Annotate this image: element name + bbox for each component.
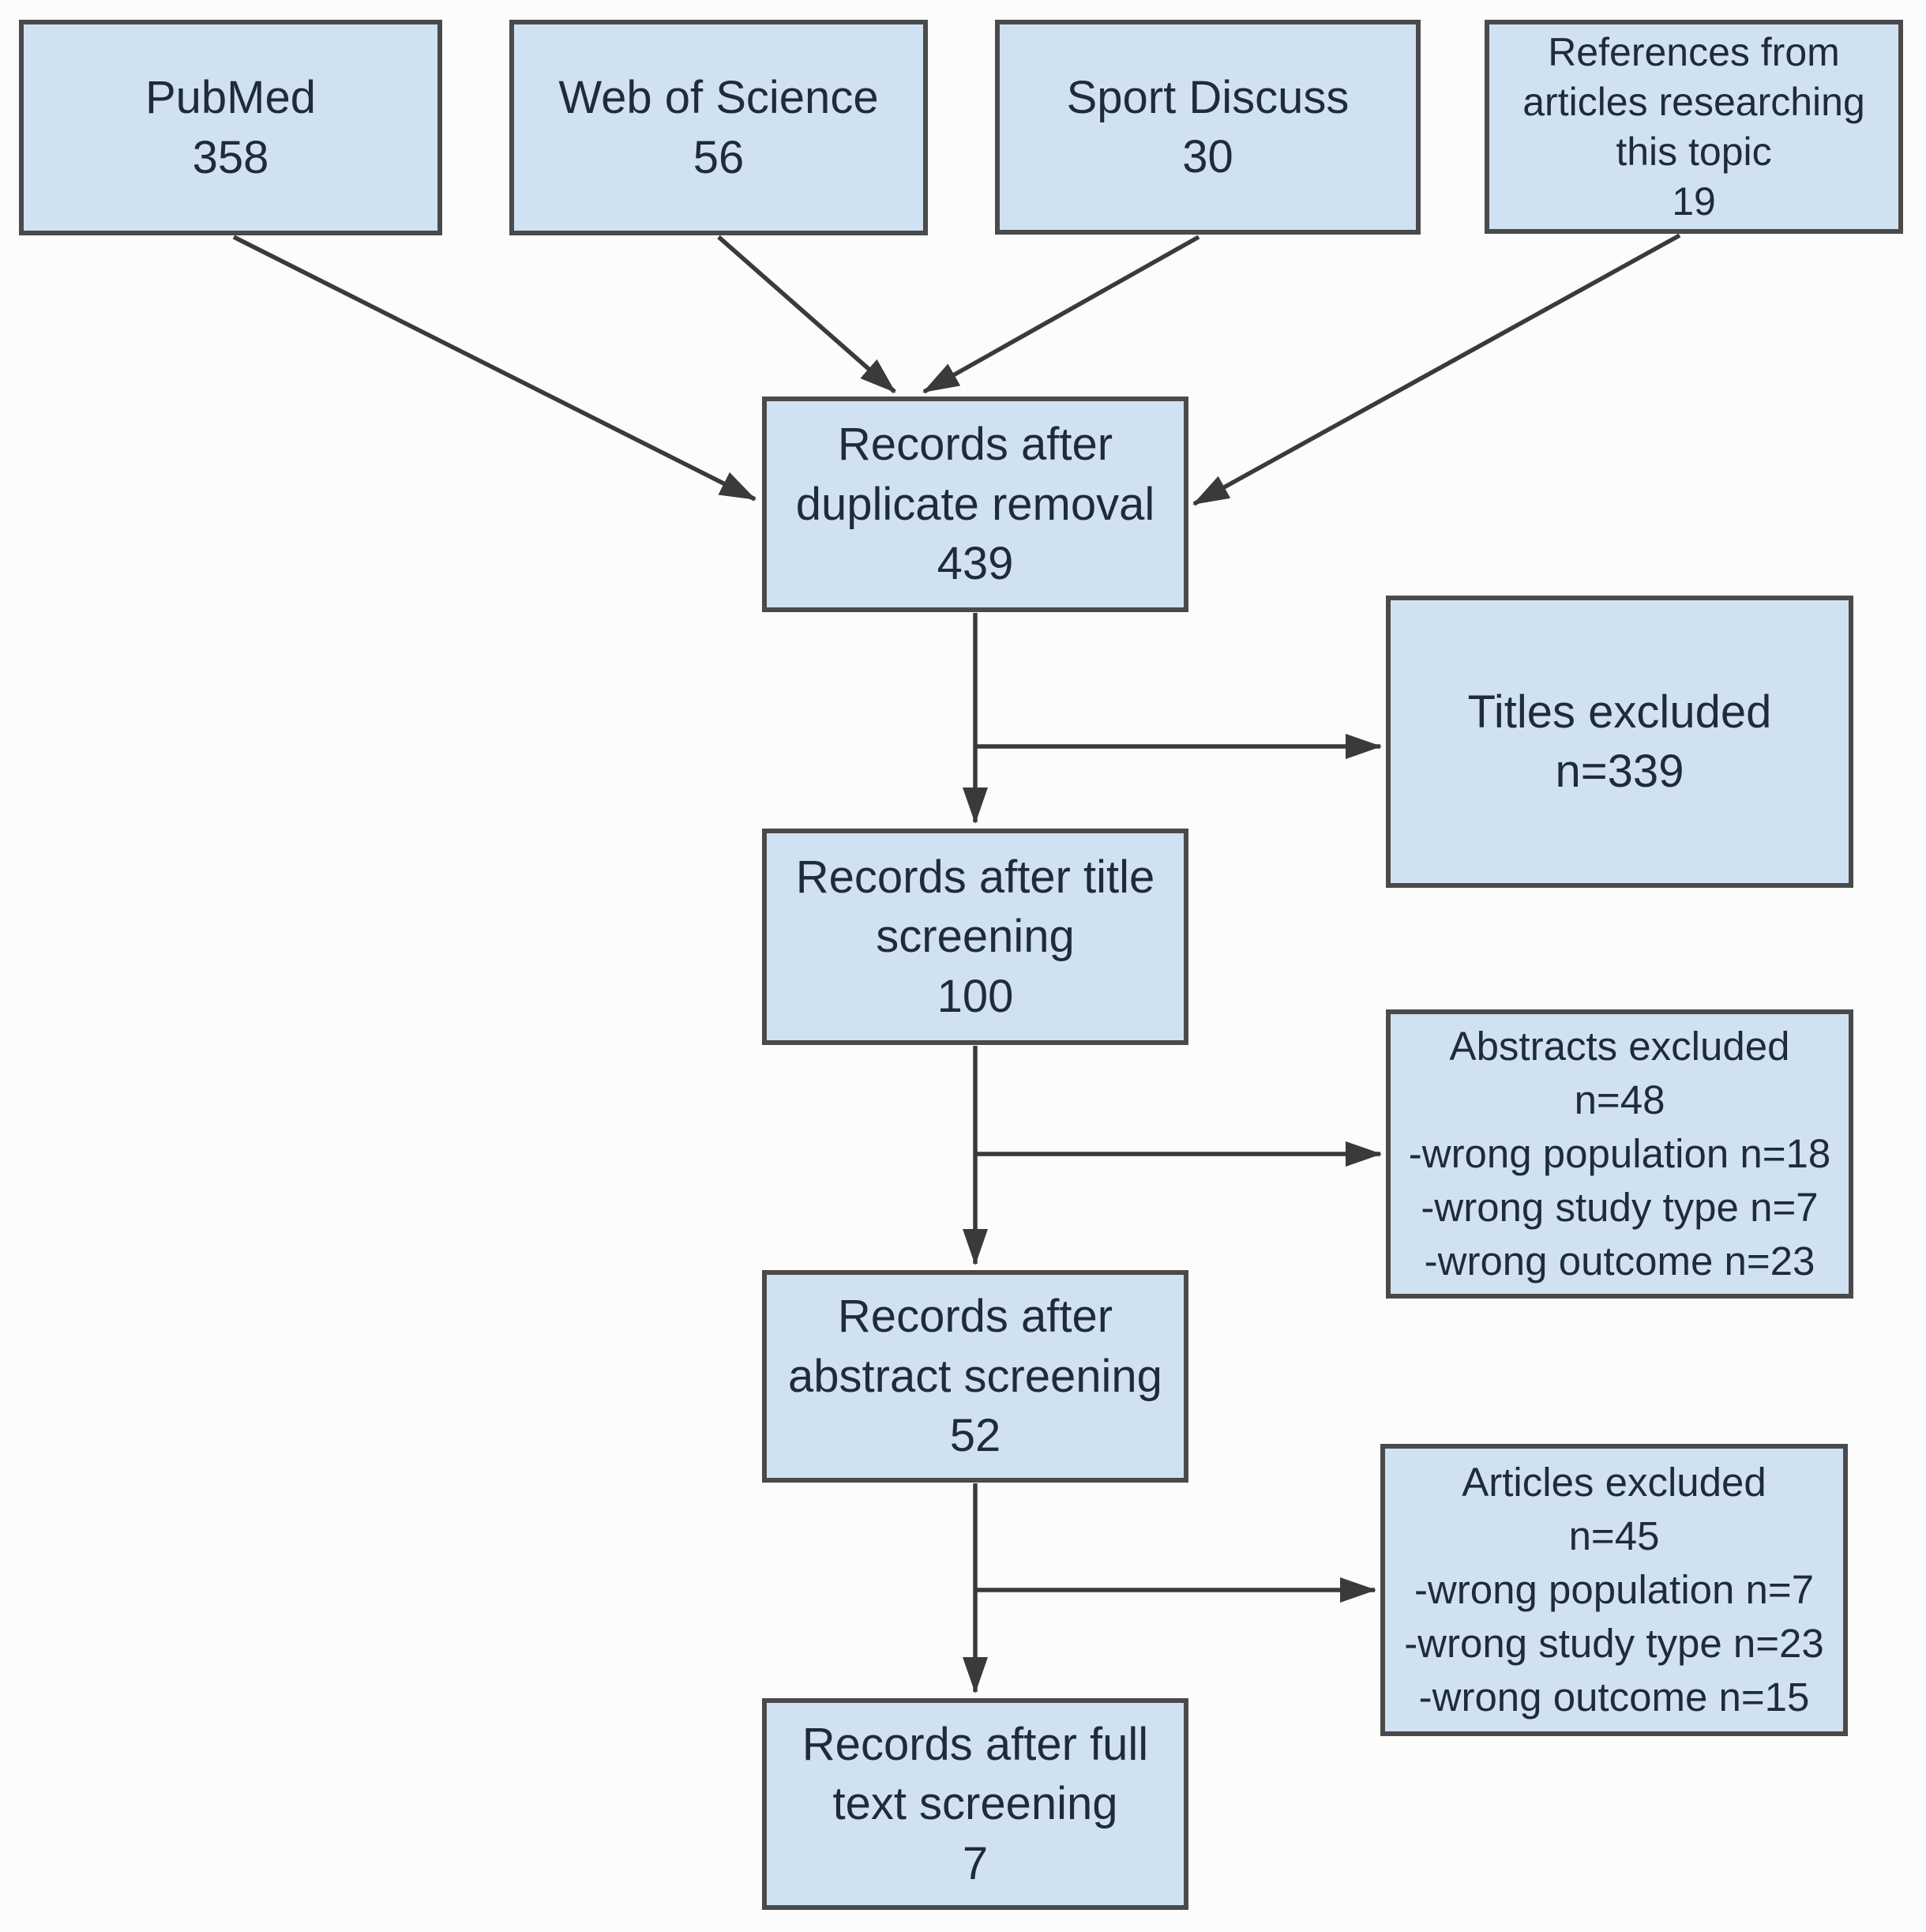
node-abstracts-excluded-reason-1: -wrong population n=18 [1408,1131,1831,1177]
node-abstracts-excluded-label: Abstracts excluded [1449,1024,1790,1069]
node-articles-excluded-label: Articles excluded [1462,1460,1766,1505]
node-sport-discuss-count: 30 [1182,131,1233,182]
node-full-text-screening-label-1: Records after full [802,1718,1149,1770]
node-full-text-screening-count: 7 [962,1837,989,1889]
node-abstract-screening-label-2: abstract screening [788,1350,1162,1402]
node-web-of-science-count: 56 [693,131,745,183]
node-articles-excluded-reason-2: -wrong study type n=23 [1404,1620,1824,1666]
node-articles-excluded-reason-1: -wrong population n=7 [1414,1567,1815,1613]
node-articles-excluded: Articles excluded n=45 -wrong population… [1380,1444,1848,1736]
node-title-screening-label-1: Records after title [795,851,1155,903]
node-abstract-screening-count: 52 [949,1410,1001,1462]
node-references-label-2: articles researching [1522,79,1865,124]
node-title-screening-count: 100 [937,970,1014,1022]
node-references-label-1: References from [1548,29,1840,74]
node-abstracts-excluded-count: n=48 [1574,1077,1665,1123]
node-full-text-screening-label-2: text screening [832,1778,1118,1830]
connector-pubmed-to-duplicate [232,235,757,502]
node-title-screening: Records after title screening 100 [762,829,1188,1045]
node-references-label-3: this topic [1616,129,1772,174]
node-abstracts-excluded-reason-2: -wrong study type n=7 [1421,1184,1819,1230]
node-pubmed-count: 358 [192,131,269,183]
node-web-of-science-label: Web of Science [558,72,879,124]
node-titles-excluded-label: Titles excluded [1467,686,1772,738]
node-pubmed: PubMed 358 [19,20,442,235]
connector-webofscience-to-duplicate [717,235,896,394]
node-titles-excluded: Titles excluded n=339 [1386,596,1853,888]
node-abstract-screening: Records after abstract screening 52 [762,1270,1188,1483]
node-titles-excluded-count: n=339 [1555,746,1684,797]
connector-sportdiscuss-to-duplicate [922,235,1200,394]
node-duplicate-removal-label-1: Records after [837,419,1113,471]
node-articles-excluded-count: n=45 [1568,1513,1660,1559]
node-references: References from articles researching thi… [1485,20,1903,234]
node-duplicate-removal-count: 439 [937,538,1014,590]
node-full-text-screening: Records after full text screening 7 [762,1698,1188,1910]
node-references-count: 19 [1672,179,1716,224]
node-abstracts-excluded: Abstracts excluded n=48 -wrong populatio… [1386,1009,1853,1299]
node-duplicate-removal: Records after duplicate removal 439 [762,397,1188,612]
node-abstract-screening-label-1: Records after [837,1291,1113,1343]
node-sport-discuss: Sport Discuss 30 [995,20,1421,235]
node-duplicate-removal-label-2: duplicate removal [795,478,1155,530]
node-pubmed-label: PubMed [145,72,317,124]
node-abstracts-excluded-reason-3: -wrong outcome n=23 [1424,1238,1815,1284]
node-title-screening-label-2: screening [876,911,1075,963]
connector-references-to-duplicate [1192,233,1681,506]
node-web-of-science: Web of Science 56 [509,20,928,235]
node-sport-discuss-label: Sport Discuss [1066,71,1350,123]
node-articles-excluded-reason-3: -wrong outcome n=15 [1418,1674,1810,1720]
